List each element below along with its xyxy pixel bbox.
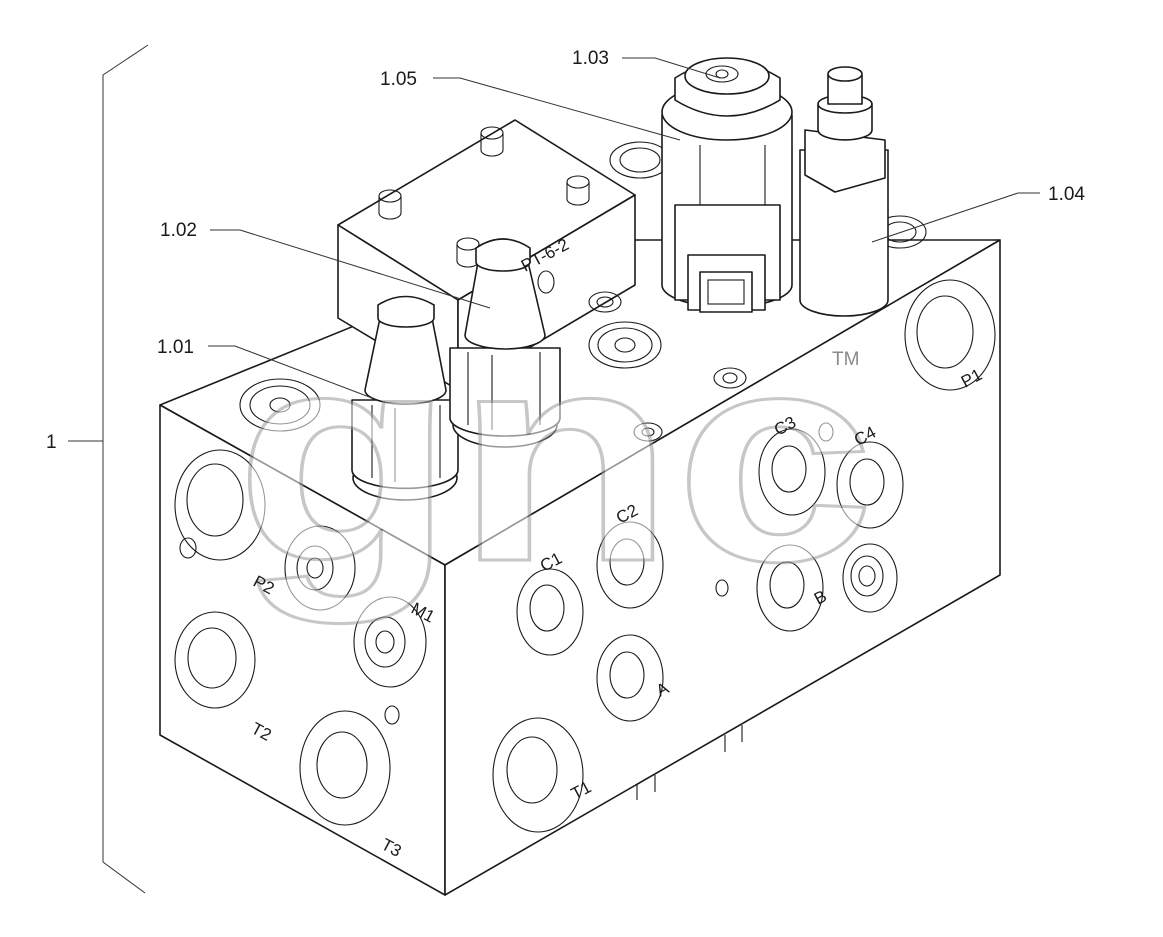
knob-1-03 (674, 57, 781, 117)
callout-1-03: 1.03 (572, 48, 609, 69)
callout-1-01: 1.01 (157, 337, 194, 358)
watermark: gnc TM (234, 287, 877, 628)
callout-1-02: 1.02 (160, 220, 197, 241)
callout-assembly: 1 (46, 432, 57, 453)
callout-labels: 1 1.01 1.02 1.03 1.05 1.04 (46, 48, 1085, 453)
watermark-text: gnc (235, 288, 875, 626)
callout-1-05: 1.05 (380, 69, 417, 90)
cartridge-1-01 (351, 295, 459, 501)
port-circles (174, 279, 996, 833)
leader-lines (208, 57, 1040, 399)
assembly-bracket (68, 44, 149, 894)
watermark-tm: TM (832, 349, 859, 370)
valve-1-04 (799, 66, 889, 317)
callout-1-04: 1.04 (1048, 184, 1085, 205)
solenoid-coil-1-05 (661, 83, 793, 313)
cartridge-1-02 (449, 238, 561, 448)
